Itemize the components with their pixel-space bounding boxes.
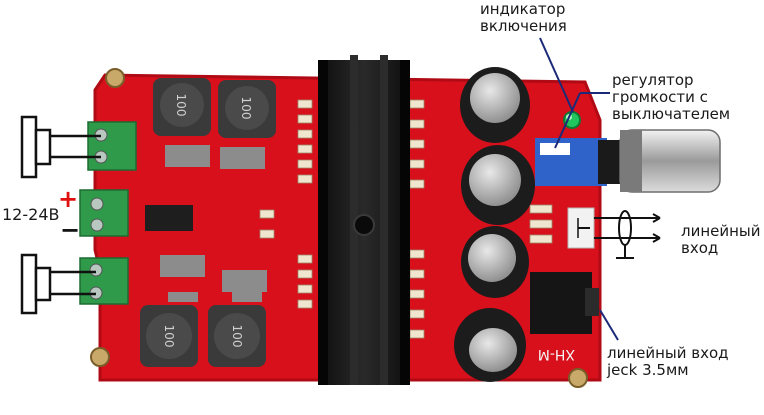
svg-text:100: 100 <box>239 97 253 120</box>
svg-text:100: 100 <box>162 325 176 348</box>
speaker-icon-top <box>20 115 101 179</box>
inductor-top-left: 100 <box>153 78 211 136</box>
mounting-holes <box>90 68 588 388</box>
label-line-in: линейный вход <box>681 222 761 257</box>
potentiometer <box>535 129 721 193</box>
speaker-icon-bottom <box>20 253 96 315</box>
silkscreen-model: XH-M <box>538 346 575 362</box>
inductor-marking: 100 <box>174 94 188 117</box>
terminal-bottom <box>79 257 129 305</box>
terminal-power <box>79 189 129 237</box>
label-line-in-jack: линейный вход jeck 3.5мм <box>607 344 729 379</box>
audio-jack <box>530 272 599 334</box>
heatsink <box>318 55 410 385</box>
label-volume-control: регулятор громкости с выключателем <box>612 71 731 123</box>
inductor-bottom-right: 100 <box>208 305 266 367</box>
svg-text:100: 100 <box>230 325 244 348</box>
capacitor-4 <box>454 308 526 382</box>
plus-sign: + <box>58 185 79 213</box>
capacitor-2 <box>461 145 535 225</box>
pointer-lines <box>539 37 619 341</box>
minus-sign: − <box>60 216 81 244</box>
smd-components <box>160 145 267 302</box>
capacitor-3 <box>461 226 529 298</box>
diode <box>145 205 193 231</box>
resistor-array <box>259 99 553 339</box>
capacitor-1 <box>460 67 530 143</box>
led-indicator <box>563 111 581 129</box>
shielded-cable-icon <box>577 210 661 259</box>
label-power-indicator: индикатор включения <box>480 0 567 35</box>
label-supply-voltage: 12-24В <box>2 205 60 224</box>
inductor-top-right: 100 <box>218 80 276 138</box>
inductor-bottom-left: 100 <box>140 305 198 367</box>
terminal-top <box>87 121 137 171</box>
